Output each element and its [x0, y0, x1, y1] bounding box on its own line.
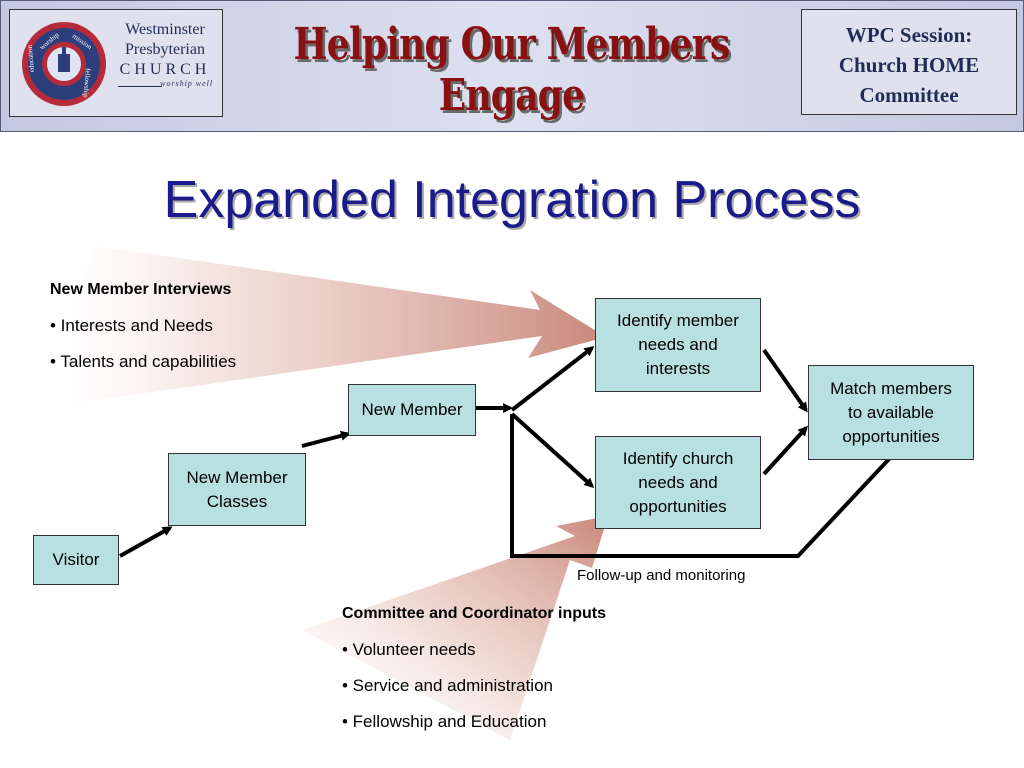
node-new-member: New Member [348, 384, 476, 436]
church-logo: worship mission fellowship education Wes… [9, 9, 223, 117]
session-box: WPC Session: Church HOME Committee [801, 9, 1017, 115]
node-new-member-classes: New Member Classes [168, 453, 306, 526]
committee-item: • Fellowship and Education [342, 712, 547, 731]
header-band: worship mission fellowship education Wes… [0, 0, 1024, 132]
interviews-heading: New Member Interviews [50, 281, 232, 298]
committee-note: Committee and Coordinator inputs • Volun… [342, 596, 606, 740]
interviews-input-arrow [28, 246, 606, 410]
seal-word-fellowship: fellowship [81, 68, 92, 99]
church-name: Westminster Presbyterian CHURCH [112, 20, 218, 80]
arrow-member-to-match [762, 348, 808, 413]
church-tagline: worship well [160, 79, 214, 88]
node-match-members: Match members to available opportunities [808, 365, 974, 460]
banner-title: Helping Our Members Engage [293, 19, 731, 121]
arrow-visitor-to-classes [119, 526, 173, 558]
arrow-to-identify-member [510, 346, 595, 412]
committee-input-arrow [302, 516, 608, 740]
node-identify-church-needs: Identify church needs and opportunities [595, 436, 761, 529]
interviews-item: • Interests and Needs [50, 316, 213, 335]
logo-rule [118, 86, 162, 87]
church-name-line2: Presbyterian [125, 41, 205, 58]
node-identify-member-needs: Identify member needs and interests [595, 298, 761, 392]
committee-heading: Committee and Coordinator inputs [342, 605, 606, 622]
node-visitor: Visitor [33, 535, 119, 585]
arrow-classes-to-newmember [301, 430, 351, 448]
church-seal-icon: worship mission fellowship education [22, 22, 106, 106]
arrow-church-to-match [762, 425, 809, 476]
session-line3: Committee [859, 83, 959, 107]
session-line1: WPC Session: [845, 23, 973, 47]
interviews-note: New Member Interviews • Interests and Ne… [50, 272, 236, 380]
committee-item: • Volunteer needs [342, 640, 476, 659]
arrow-to-identify-church [510, 412, 595, 489]
church-name-line1: Westminster [125, 21, 205, 38]
church-name-line3: CHURCH [119, 61, 211, 78]
slide-title: Expanded Integration Process [163, 171, 861, 229]
seal-word-education: education [26, 44, 36, 72]
interviews-item: • Talents and capabilities [50, 352, 237, 371]
committee-item: • Service and administration [342, 676, 553, 695]
followup-loop-line [510, 414, 892, 558]
followup-label: Follow-up and monitoring [577, 567, 746, 584]
session-line2: Church HOME [838, 53, 980, 77]
